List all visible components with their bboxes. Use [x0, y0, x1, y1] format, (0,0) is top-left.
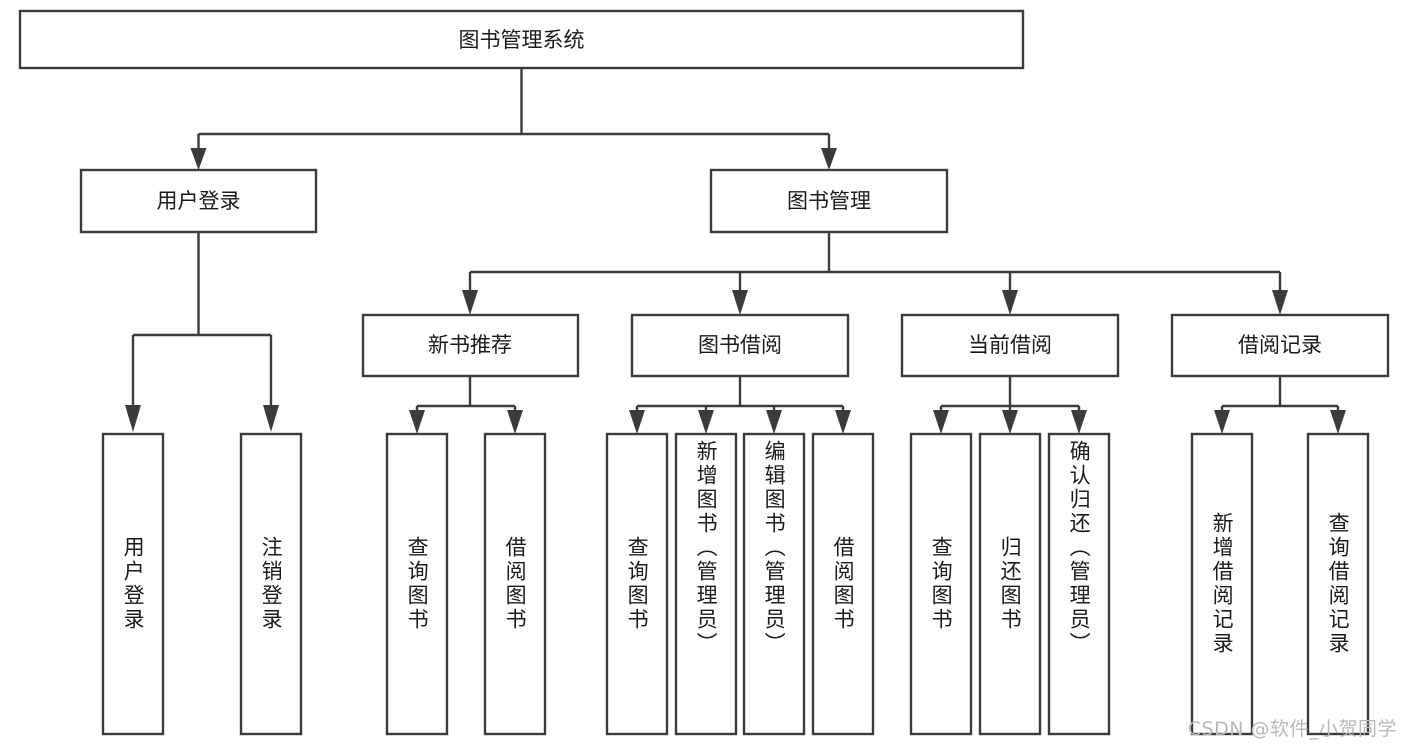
arrow-to-leaf-add-book [698, 410, 714, 434]
arrow-to-borrow-record [1272, 290, 1288, 315]
watermark-text: CSDN @软件_小贺同学 [1187, 718, 1397, 740]
arrow-to-leaf-query-book-c [933, 410, 949, 434]
node-new-book-rec[interactable]: 新书推荐 [361, 313, 580, 378]
node-leaf-borrow-book-a-box[interactable] [483, 432, 547, 736]
node-leaf-edit-book-box[interactable] [742, 432, 806, 736]
arrow-to-book-borrow [732, 290, 748, 315]
node-current-borrow[interactable]: 当前借阅 [900, 313, 1120, 378]
node-borrow-record[interactable]: 借阅记录 [1170, 313, 1390, 378]
arrow-to-current-borrow [1002, 290, 1018, 315]
arrow-to-leaf-confirm-return [1071, 410, 1087, 434]
arrow-to-leaf-add-record [1214, 410, 1230, 434]
node-leaf-logout-box[interactable] [239, 432, 303, 736]
node-leaf-add-record-box[interactable] [1190, 432, 1254, 736]
arrow-to-leaf-user-login [125, 405, 141, 432]
node-book-mgmt-box[interactable] [709, 168, 949, 234]
node-borrow-record-label: 借阅记录 [1238, 333, 1322, 357]
node-leaf-return-book-box[interactable] [978, 432, 1042, 736]
node-new-book-rec-box[interactable] [361, 313, 580, 378]
node-leaf-query-book-a-box[interactable] [385, 432, 449, 736]
arrow-to-book-mgmt [821, 148, 837, 170]
node-leaf-user-login-box[interactable] [101, 432, 165, 736]
arrow-to-leaf-edit-book [766, 410, 782, 434]
node-leaf-add-book-box[interactable] [674, 432, 738, 736]
node-user-login[interactable]: 用户登录 [79, 168, 318, 234]
arrow-to-new-book-rec [462, 290, 478, 315]
node-root-label: 图书管理系统 [459, 28, 585, 52]
edge-group [125, 68, 1346, 434]
arrow-to-leaf-query-book-a [409, 410, 425, 434]
node-book-mgmt[interactable]: 图书管理 [709, 168, 949, 234]
arrow-to-leaf-borrow-book-b [835, 410, 851, 434]
node-book-borrow-box[interactable] [630, 313, 850, 378]
node-book-borrow-label: 图书借阅 [698, 333, 782, 357]
node-root-box[interactable] [18, 9, 1025, 70]
arrow-to-leaf-query-record [1330, 410, 1346, 434]
node-new-book-rec-label: 新书推荐 [428, 333, 512, 357]
node-book-borrow[interactable]: 图书借阅 [630, 313, 850, 378]
node-book-mgmt-label: 图书管理 [787, 189, 871, 213]
node-user-login-label: 用户登录 [157, 189, 241, 213]
node-leaf-confirm-return-box[interactable] [1047, 432, 1111, 736]
node-leaf-query-book-c-box[interactable] [909, 432, 973, 736]
arrow-to-user-login [190, 148, 207, 170]
node-leaf-query-record-box[interactable] [1306, 432, 1370, 736]
node-borrow-record-box[interactable] [1170, 313, 1390, 378]
node-user-login-box[interactable] [79, 168, 318, 234]
node-current-borrow-label: 当前借阅 [968, 333, 1052, 357]
node-leaf-query-book-b-box[interactable] [605, 432, 669, 736]
node-current-borrow-box[interactable] [900, 313, 1120, 378]
arrow-to-leaf-return-book [1002, 410, 1018, 434]
node-leaf-borrow-book-b-box[interactable] [811, 432, 875, 736]
node-root[interactable]: 图书管理系统 [18, 9, 1025, 70]
arrow-to-leaf-logout [263, 405, 279, 432]
arrow-to-leaf-query-book-b [629, 410, 645, 434]
arrow-to-leaf-borrow-book-a [507, 410, 523, 434]
